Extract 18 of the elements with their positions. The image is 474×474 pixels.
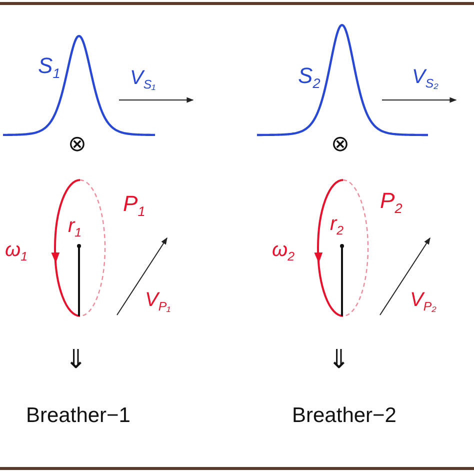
symbol-label: P$_{1}$ <box>123 193 146 218</box>
velocity-label: V$_{S₁}$ <box>130 68 156 91</box>
symbol-label: P$_{2}$ <box>380 190 402 216</box>
velocity-label: V$_{S₂}$ <box>412 67 438 90</box>
symbol-label: ω$_{1}$ <box>5 240 28 263</box>
symbol-label: ω$_{2}$ <box>272 240 294 263</box>
symbol-label: r$_{1}$ <box>68 216 82 239</box>
symbol-label: S$_{1}$ <box>38 55 60 80</box>
double-down-arrow: ⇓ <box>65 346 87 372</box>
cross-symbol: ⊗ <box>331 133 349 155</box>
double-down-arrow: ⇓ <box>328 346 350 372</box>
velocity-label: V$_{P₂}$ <box>410 290 436 313</box>
cross-symbol: ⊗ <box>68 133 86 155</box>
symbol-label: r$_{2}$ <box>330 214 344 237</box>
caption-label: Breather−2 <box>292 405 396 426</box>
velocity-label: V$_{P₁}$ <box>145 290 171 313</box>
caption-label: Breather−1 <box>26 405 130 426</box>
symbol-label: S$_{2}$ <box>298 65 320 90</box>
